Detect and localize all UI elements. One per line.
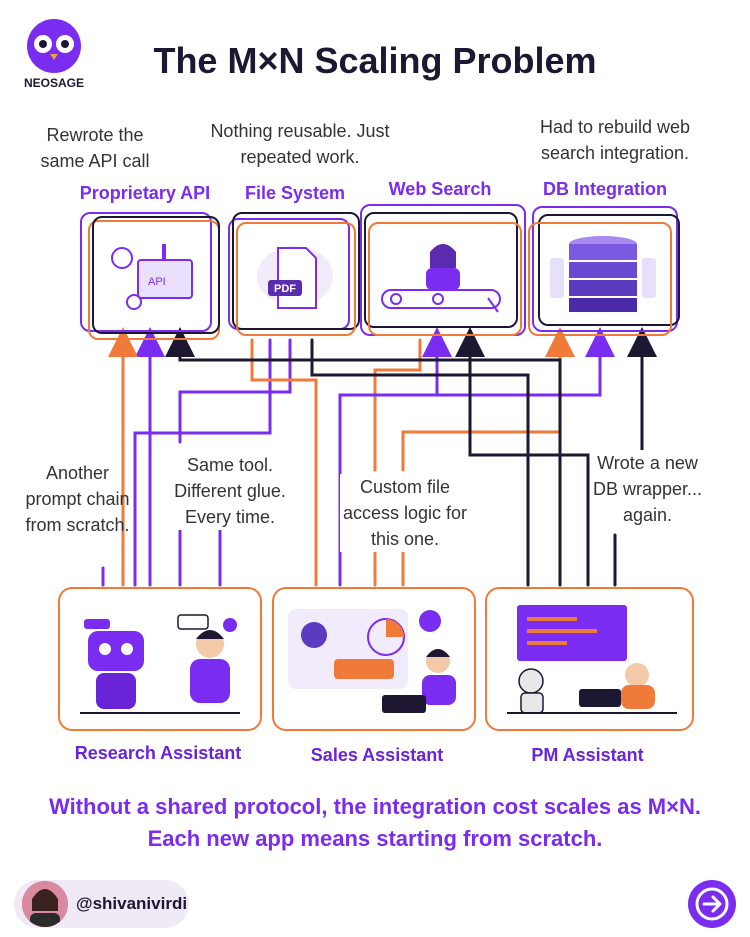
robot-researcher-icon — [80, 614, 240, 714]
note-db-wrapper: Wrote a new DB wrapper... again. — [590, 450, 705, 528]
app-card-research-assistant — [58, 587, 262, 731]
tool-card-outline — [368, 222, 522, 336]
tool-card-outline — [92, 216, 220, 334]
tool-card-outline — [528, 222, 672, 336]
author-handle: @shivanivirdi — [76, 894, 188, 913]
search-person-icon — [381, 244, 501, 313]
note-custom-file-access: Custom file access logic for this one. — [340, 474, 470, 552]
pm-workspace-icon — [507, 605, 677, 714]
app-card-sales-assistant — [272, 587, 476, 731]
tool-label-file-system: File System — [244, 183, 346, 203]
tool-card-proprietary-api — [80, 212, 212, 332]
brand-name: NEOSAGE — [23, 76, 84, 90]
avatar-portrait-icon — [22, 881, 68, 927]
database-illustration — [548, 232, 658, 316]
database-icon — [550, 236, 656, 312]
note-same-tool: Same tool. Different glue. Every time. — [155, 452, 305, 530]
tool-label-web-search: Web Search — [388, 179, 492, 199]
arrow-right-icon — [695, 887, 729, 921]
footer-line-1: Without a shared protocol, the integrati… — [49, 794, 701, 819]
tool-card-outline — [538, 214, 680, 326]
api-illustration: API — [100, 230, 200, 318]
brand-logo: NEOSAGE — [14, 14, 94, 94]
tool-card-outline — [232, 212, 360, 330]
web-search-illustration — [378, 234, 508, 318]
next-button[interactable] — [688, 880, 736, 928]
sales-person-icon — [288, 609, 456, 713]
tool-card-outline — [236, 222, 356, 336]
note-rebuild-web-search: Had to rebuild web search integration. — [539, 117, 691, 163]
file-illustration: PDF — [250, 236, 340, 318]
note-another-prompt-chain: Another prompt chain from scratch. — [25, 463, 130, 535]
note-rewrote-api: Rewrote the same API call — [40, 125, 150, 171]
owl-logo-icon — [27, 19, 81, 73]
pdf-file-icon: PDF — [257, 246, 333, 309]
app-card-pm-assistant — [485, 587, 694, 731]
note-nothing-reusable: Nothing reusable. Just repeated work. — [210, 121, 390, 167]
footer-line-2: Each new app means starting from scratch… — [147, 826, 603, 851]
app-label-research-assistant: Research Assistant — [74, 743, 242, 763]
pdf-text: PDF — [274, 283, 296, 295]
tool-label-proprietary-api: Proprietary API — [79, 183, 211, 203]
tool-card-db-integration — [532, 206, 678, 332]
avatar — [22, 881, 68, 927]
api-text: API — [148, 276, 166, 288]
page-title: The M×N Scaling Problem — [153, 40, 597, 81]
tool-card-outline — [364, 212, 518, 328]
app-label-pm-assistant: PM Assistant — [531, 745, 644, 765]
app-label-sales-assistant: Sales Assistant — [310, 745, 444, 765]
tool-label-db-integration: DB Integration — [543, 179, 667, 199]
api-gear-icon: API — [111, 244, 193, 310]
